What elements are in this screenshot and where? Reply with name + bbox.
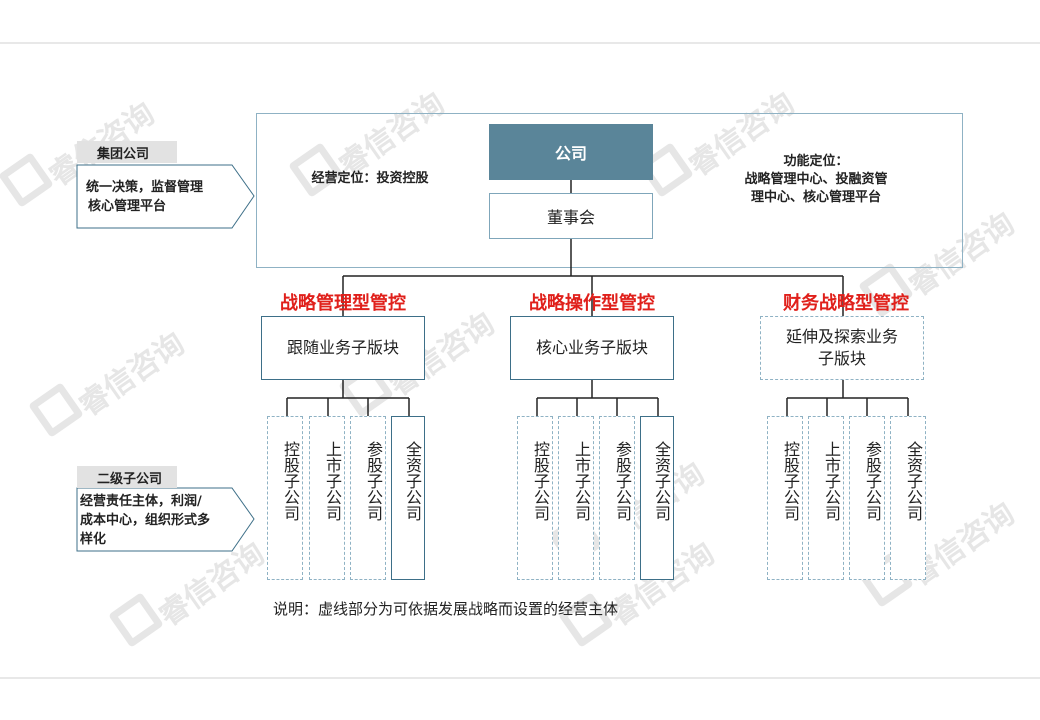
sub-holding-3-label: 控股子公司 — [781, 441, 800, 521]
group-desc-line1: 统一决策，监督管理 — [86, 180, 204, 195]
sub-side-label-text: 二级子公司 — [97, 471, 163, 487]
group-side-label: 集团公司 — [77, 141, 177, 163]
control-title-strategic-operation: 战略操作型管控 — [529, 293, 655, 314]
function-positioning-line3: 理中心、核心管理平台 — [750, 190, 881, 205]
group-arrow-shape — [76, 164, 255, 229]
sub-desc-line3: 样化 — [80, 532, 107, 547]
top-divider — [0, 42, 1040, 44]
sub-wholly-1-label: 全资子公司 — [403, 441, 422, 521]
sub-wholly-3: 全资子公司 — [890, 416, 926, 580]
sub-holding-1-label: 控股子公司 — [281, 441, 300, 521]
sub-listed-2: 上市子公司 — [558, 416, 594, 580]
segment-core: 核心业务子版块 — [510, 316, 674, 380]
company-label: 公司 — [554, 144, 587, 163]
company-box: 公司 — [489, 124, 653, 180]
sub-share-3-label: 参股子公司 — [863, 441, 882, 521]
sub-wholly-2: 全资子公司 — [640, 416, 674, 580]
sub-share-1-label: 参股子公司 — [364, 441, 383, 521]
sub-side-desc: 经营责任主体，利润/ 成本中心，组织形式多 样化 — [80, 492, 240, 549]
bottom-divider — [0, 677, 1040, 679]
group-side-desc: 统一决策，监督管理 核心管理平台 — [86, 178, 236, 216]
sub-wholly-2-label: 全资子公司 — [652, 441, 671, 521]
function-positioning: 功能定位： 战略管理中心、投融资管 理中心、核心管理平台 — [716, 153, 916, 207]
control-title-strategic-management: 战略管理型管控 — [280, 293, 406, 314]
segment-follow: 跟随业务子版块 — [261, 316, 425, 380]
control-title-financial-strategic: 财务战略型管控 — [783, 293, 909, 314]
group-frame — [256, 113, 963, 268]
sub-wholly-3-label: 全资子公司 — [904, 441, 923, 521]
group-side-label-text: 集团公司 — [97, 146, 150, 162]
segment-core-label: 核心业务子版块 — [535, 338, 648, 357]
sub-holding-2-label: 控股子公司 — [531, 441, 550, 521]
segment-follow-label: 跟随业务子版块 — [286, 338, 399, 357]
board-label: 董事会 — [546, 208, 595, 227]
segment-extension-line2: 子版块 — [817, 349, 866, 368]
sub-arrow-shape — [76, 487, 255, 552]
sub-share-1: 参股子公司 — [350, 416, 386, 580]
sub-share-3: 参股子公司 — [849, 416, 885, 580]
sub-holding-3: 控股子公司 — [767, 416, 803, 580]
sub-desc-line2: 成本中心，组织形式多 — [80, 513, 211, 528]
board-box: 董事会 — [489, 193, 653, 239]
footnote: 说明：虚线部分为可依据发展战略而设置的经营主体 — [273, 600, 619, 618]
sub-side-label: 二级子公司 — [77, 466, 177, 488]
sub-desc-line1: 经营责任主体，利润/ — [80, 494, 202, 509]
business-positioning: 经营定位：投资控股 — [311, 171, 429, 186]
sub-listed-2-label: 上市子公司 — [572, 441, 591, 521]
segment-extension: 延伸及探索业务 子版块 — [760, 316, 924, 380]
sub-wholly-1: 全资子公司 — [391, 416, 425, 580]
sub-share-2: 参股子公司 — [599, 416, 635, 580]
sub-holding-1: 控股子公司 — [267, 416, 303, 580]
sub-listed-1: 上市子公司 — [309, 416, 345, 580]
sub-share-2-label: 参股子公司 — [613, 441, 632, 521]
function-positioning-line2: 战略管理中心、投融资管 — [744, 172, 888, 187]
sub-listed-1-label: 上市子公司 — [323, 441, 342, 521]
sub-listed-3-label: 上市子公司 — [822, 441, 841, 521]
sub-listed-3: 上市子公司 — [808, 416, 844, 580]
group-desc-line2: 核心管理平台 — [88, 199, 167, 214]
function-positioning-line1: 功能定位： — [783, 154, 849, 169]
sub-holding-2: 控股子公司 — [517, 416, 553, 580]
segment-extension-line1: 延伸及探索业务 — [785, 327, 898, 346]
